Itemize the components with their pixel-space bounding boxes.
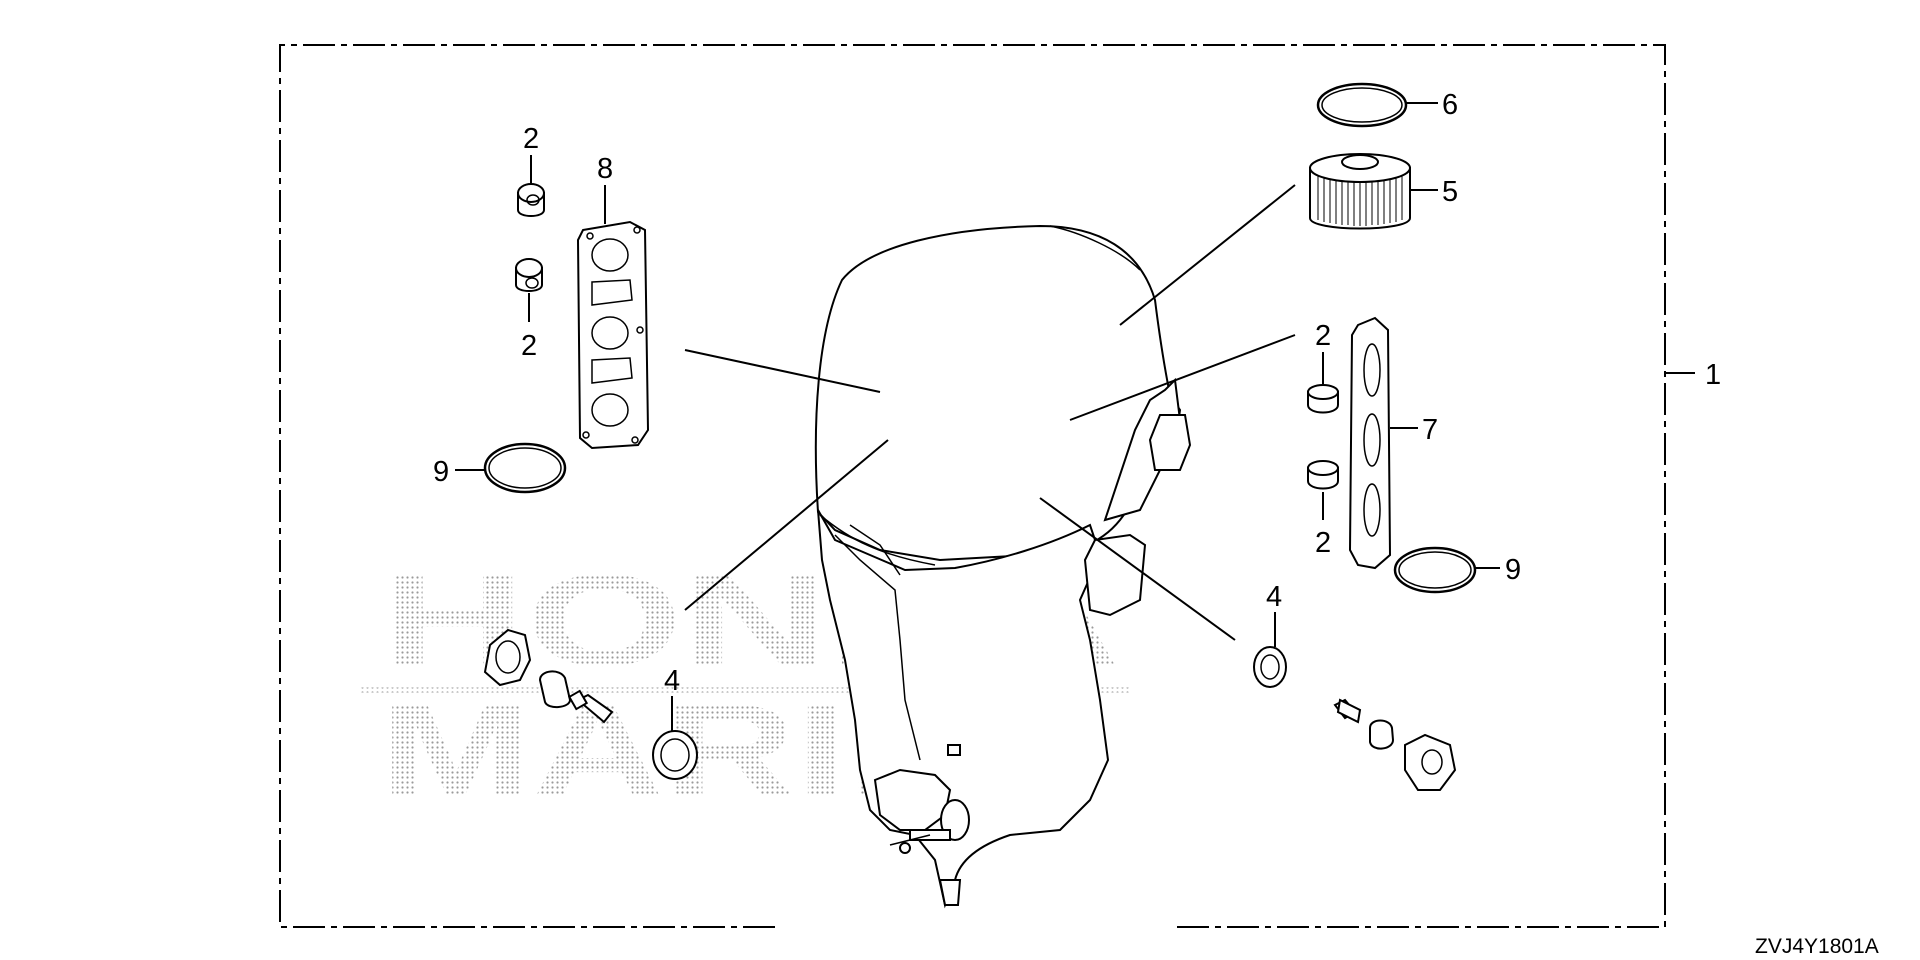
- callout-nut-left-upper: 2: [523, 123, 539, 155]
- callout-kit: 1: [1705, 359, 1721, 391]
- oil-filter: [1309, 153, 1438, 230]
- kit-frame: [279, 44, 1666, 928]
- washer-right: [1253, 612, 1287, 688]
- outboard-engine-outline: [814, 224, 1192, 909]
- callout-filter: 5: [1442, 176, 1458, 208]
- o-ring-top: [1316, 82, 1438, 128]
- drain-plug-right: [1333, 698, 1457, 791]
- collar-left-lower: [515, 258, 543, 322]
- gasket-left: [576, 185, 650, 450]
- washer-left: [652, 696, 698, 780]
- callout-nut-right-upper: 2: [1315, 320, 1331, 352]
- callout-nut-left-lower: 2: [521, 330, 537, 362]
- callout-washer-right: 4: [1266, 581, 1282, 613]
- collar-right-lower: [1307, 460, 1339, 520]
- engine-leader-lines: [684, 184, 1296, 641]
- collar-right-upper: [1307, 352, 1339, 414]
- callout-o-ring-right: 9: [1505, 554, 1521, 586]
- callout-o-ring-left: 9: [433, 456, 449, 488]
- callout-labels: 1 2 2 2 2 4 4 5 6 7 8 9 9: [433, 89, 1721, 697]
- collar-left-upper: [517, 155, 545, 217]
- callout-o-ring-top: 6: [1442, 89, 1458, 121]
- gasket-right: [1348, 316, 1418, 570]
- o-ring-right: [1393, 546, 1500, 594]
- callout-gasket-left: 8: [597, 153, 613, 185]
- callout-washer-left: 4: [664, 665, 680, 697]
- callout-nut-right-lower: 2: [1315, 527, 1331, 559]
- o-ring-left: [455, 442, 567, 494]
- drawing-code: ZVJ4Y1801A: [1755, 935, 1879, 958]
- callout-gasket-right: 7: [1422, 414, 1438, 446]
- drain-plug-left: [483, 628, 614, 724]
